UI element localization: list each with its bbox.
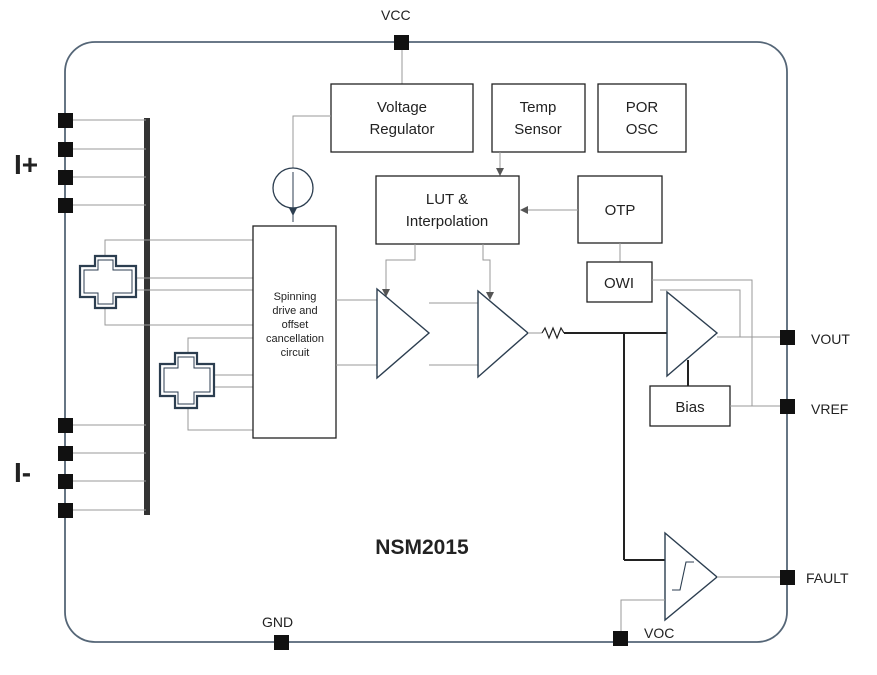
spinning-drive-block <box>252 225 337 439</box>
por-osc-block <box>597 83 687 153</box>
amplifier-1 <box>376 287 431 380</box>
vout-feedback-wire <box>660 289 741 337</box>
chip-name: NSM2015 <box>375 536 469 559</box>
owi-label: OWI <box>604 275 634 292</box>
vout-pin-label: VOUT <box>811 331 850 347</box>
hall-plate-upper <box>78 254 138 310</box>
svg-text:Spinning: Spinning <box>274 291 317 303</box>
voc-to-comparator-wire <box>620 599 665 638</box>
voltage-regulator-block <box>330 83 474 153</box>
hall-plate-upper-inner <box>83 259 133 305</box>
gnd-pad <box>274 635 289 650</box>
amplifier-2 <box>477 289 530 379</box>
vref-pad <box>780 399 795 414</box>
temp-sensor-label-2: Sensor <box>514 121 562 138</box>
hall-plate-lower-wires <box>187 337 253 431</box>
current-conductor-bar <box>144 118 150 515</box>
voc-pad <box>613 631 628 646</box>
lut-to-amp2-wire <box>482 244 491 296</box>
hall-plate-lower-inner <box>163 356 211 405</box>
voltage-regulator-label-1: Voltage <box>377 99 427 116</box>
gnd-pin-label: GND <box>262 614 293 630</box>
output-buffer-amplifier <box>666 290 719 378</box>
lut-label-2: Interpolation <box>406 213 489 230</box>
por-osc-label-2: OSC <box>626 121 659 138</box>
i-plus-label: I+ <box>14 149 38 180</box>
lut-block <box>375 175 520 245</box>
vcc-pad <box>394 35 409 50</box>
current-source-arrow-head <box>289 208 297 216</box>
svg-text:offset: offset <box>282 319 309 331</box>
svg-text:drive and: drive and <box>272 305 317 317</box>
otp-label: OTP <box>605 202 636 219</box>
i-plus-pads <box>58 113 73 213</box>
fault-comparator <box>664 531 719 622</box>
hysteresis-icon <box>672 561 694 591</box>
lut-label-1: LUT & <box>426 191 468 208</box>
temp-sensor-block <box>491 83 586 153</box>
lut-to-amp1-wire <box>385 244 416 293</box>
hall-plate-lower <box>158 351 216 410</box>
vref-pin-label: VREF <box>811 401 848 417</box>
lut-to-amp2-arrow <box>486 292 494 300</box>
bias-block <box>649 385 731 427</box>
i-minus-label: I- <box>14 457 31 488</box>
spinning-drive-label: Spinning drive and offset cancellation c… <box>266 291 324 359</box>
resistor-icon <box>541 326 565 340</box>
i-plus-pin-wires <box>65 119 146 206</box>
regulator-to-current-source-wire <box>292 115 331 172</box>
svg-text:circuit: circuit <box>281 347 310 359</box>
svg-text:cancellation: cancellation <box>266 333 324 345</box>
por-osc-label-1: POR <box>626 99 659 116</box>
otp-to-lut-arrow <box>520 206 528 214</box>
lut-to-amp1-arrow <box>382 289 390 297</box>
vcc-pin-label: VCC <box>381 7 411 23</box>
hall-plate-upper-wires <box>104 239 253 326</box>
fault-pad <box>780 570 795 585</box>
voltage-regulator-label-2: Regulator <box>369 121 434 138</box>
owi-block <box>586 261 653 303</box>
temp-to-lut-arrow <box>496 168 504 176</box>
temp-sensor-label-1: Temp <box>520 99 557 116</box>
i-minus-pin-wires <box>65 424 146 511</box>
fault-pin-label: FAULT <box>806 570 849 586</box>
vout-pad <box>780 330 795 345</box>
owi-to-vref-wire <box>652 279 753 406</box>
i-minus-pads <box>58 418 73 518</box>
otp-block <box>577 175 663 244</box>
voc-pin-label: VOC <box>644 625 674 641</box>
bias-label: Bias <box>675 399 704 416</box>
